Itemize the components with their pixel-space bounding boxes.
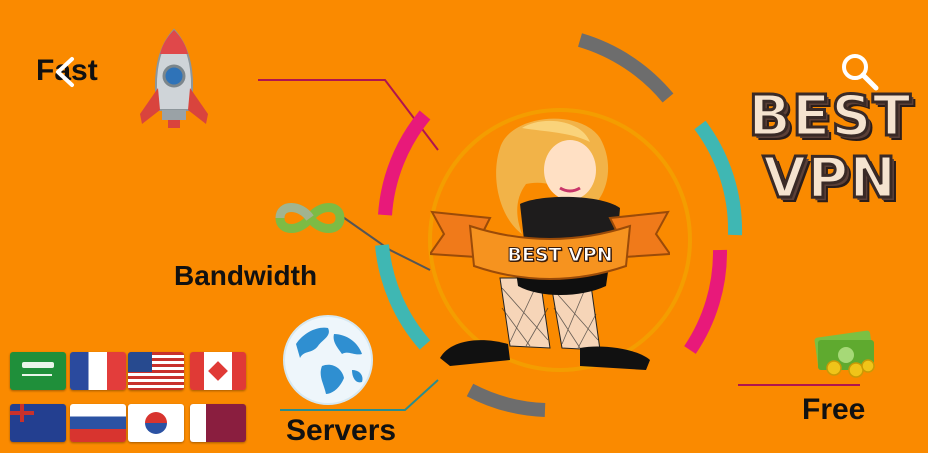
- brand-line-1: BEST: [747, 84, 912, 149]
- bandwidth-connector-line: [339, 214, 431, 271]
- mascot-banner-text: BEST VPN: [507, 244, 613, 267]
- inner-ring: [428, 108, 692, 372]
- flag-russia: [70, 404, 126, 442]
- search-button[interactable]: [838, 50, 882, 94]
- globe-icon: [283, 315, 373, 405]
- outer-ring-magenta-right: [684, 249, 728, 354]
- flag-france: [70, 352, 126, 390]
- back-button[interactable]: [48, 55, 82, 89]
- outer-ring-gray-top: [577, 33, 674, 103]
- outer-ring-gray-bottom: [466, 383, 546, 417]
- brand-logo: BEST VPN: [732, 84, 928, 211]
- servers-connector-line: [280, 379, 439, 411]
- flag-saudi-arabia: [10, 352, 66, 390]
- outer-ring-magenta-left: [378, 110, 431, 216]
- infinity-icon: [275, 203, 345, 233]
- back-arrow-icon: [56, 57, 74, 87]
- flag-south-korea: [128, 404, 184, 442]
- money-icon: [814, 330, 875, 378]
- outer-ring-teal-left: [375, 244, 431, 350]
- search-icon: [842, 54, 879, 91]
- rocket-icon: [140, 28, 208, 128]
- brand-line-2: VPN: [761, 146, 898, 211]
- mascot-illustration: [430, 118, 670, 370]
- feature-free-label: Free: [802, 393, 866, 426]
- flag-australia: [10, 404, 66, 442]
- flag-canada: [190, 352, 246, 390]
- flag-usa: [128, 352, 184, 390]
- outer-ring-teal-right: [694, 120, 743, 236]
- feature-servers-label: Servers: [286, 414, 397, 447]
- feature-bandwidth-label: Bandwidth: [174, 260, 318, 291]
- flag-qatar: [190, 404, 246, 442]
